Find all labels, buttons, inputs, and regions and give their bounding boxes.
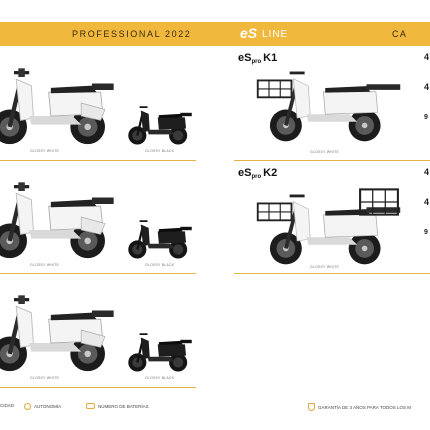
spec-value: 4 <box>424 197 430 207</box>
speed-label: CIDAD <box>0 403 15 408</box>
es-line-label: LINE <box>262 29 289 40</box>
es-logo: eS <box>240 25 258 41</box>
warranty-label: GARANTÍA DE 3 AÑOS PARA TODOS LOS M <box>318 404 412 410</box>
variant-label-black: GLOSSY BLACK <box>145 263 175 267</box>
scooter-row-2: GLOSSY WHITE GLOSSY BLACK <box>0 170 200 274</box>
scooter-row-1: GLOSSY WHITE GLOSSY BLACK <box>0 56 200 160</box>
batteries-label: NÚMERO DE BATERÍAS <box>98 403 149 409</box>
variant-label-white: GLOSSY WHITE <box>30 149 59 153</box>
variant-label-white: GLOSSY WHITE <box>30 263 59 267</box>
legend-batteries: NÚMERO DE BATERÍAS <box>86 403 149 409</box>
row-divider <box>0 273 196 274</box>
rear-cargo-box <box>358 187 400 217</box>
spec-value: 9 <box>424 229 428 236</box>
autonomy-icon <box>24 403 31 410</box>
autonomy-label: AUTONOMÍA <box>34 404 62 409</box>
scooter-black-image <box>126 214 194 260</box>
variant-label-k2: GLOSSY WHITE <box>310 265 339 269</box>
row-divider <box>0 387 196 388</box>
spec-value: 4 <box>424 52 430 62</box>
header-banner: PROFESSIONAL 2022 eS LINE CA <box>0 22 430 46</box>
scooter-black-image <box>126 327 194 373</box>
spec-value: 4 <box>424 82 430 92</box>
row-divider <box>234 273 430 274</box>
page-title: PROFESSIONAL 2022 <box>72 29 192 39</box>
variant-label-black: GLOSSY BLACK <box>145 376 175 380</box>
warranty-icon <box>308 403 315 411</box>
row-divider <box>234 160 430 161</box>
battery-icon <box>86 403 95 409</box>
scooter-white-image <box>0 285 118 375</box>
scooter-k1-image <box>254 58 404 146</box>
scooter-black-image <box>126 100 194 146</box>
right-section-title: CA <box>392 29 408 39</box>
legend-warranty: GARANTÍA DE 3 AÑOS PARA TODOS LOS M <box>308 403 411 411</box>
scooter-white-image <box>0 58 118 148</box>
variant-label-black: GLOSSY BLACK <box>145 149 175 153</box>
spec-value: 4 <box>424 167 430 177</box>
variant-label-white: GLOSSY WHITE <box>30 376 59 380</box>
row-divider <box>0 160 196 161</box>
legend-speed: CIDAD <box>0 403 14 408</box>
spec-value: 9 <box>424 114 428 121</box>
variant-label-k1: GLOSSY WHITE <box>310 150 339 154</box>
scooter-white-image <box>0 172 118 262</box>
scooter-row-3: GLOSSY WHITE GLOSSY BLACK <box>0 283 200 387</box>
legend-autonomy: AUTONOMÍA <box>24 403 61 410</box>
